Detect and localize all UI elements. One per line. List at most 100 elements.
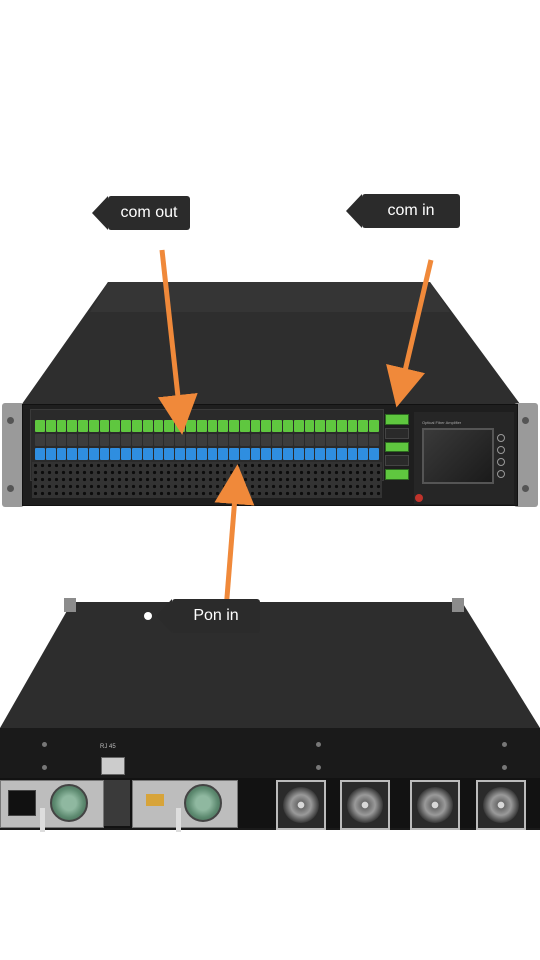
display-screen (422, 428, 494, 484)
cooling-fan-icon (476, 780, 526, 830)
dark-port (99, 434, 110, 446)
green-port (239, 420, 250, 432)
green-port (229, 420, 239, 432)
screw (502, 742, 507, 747)
green-port (45, 420, 56, 432)
dark-port (326, 434, 336, 446)
dark-port (175, 434, 185, 446)
dark-port (304, 434, 315, 446)
blue-port (56, 448, 67, 460)
blue-port (250, 448, 261, 460)
front-left-rack-ear (2, 403, 24, 507)
green-port (99, 420, 110, 432)
blue-port (99, 448, 110, 460)
dark-port (336, 434, 347, 446)
green-port (261, 420, 272, 432)
cooling-fan-icon (410, 780, 460, 830)
green-port (358, 420, 369, 432)
blue-port (142, 448, 153, 460)
dark-port (239, 434, 250, 446)
dark-port (78, 434, 88, 446)
blue-port (185, 448, 196, 460)
blue-port (304, 448, 315, 460)
green-port (282, 420, 293, 432)
dark-port (56, 434, 67, 446)
green-port (88, 420, 99, 432)
com-in-callout: com in (346, 194, 460, 228)
panel-button (497, 470, 505, 478)
power-inlet-icon (8, 790, 36, 816)
blue-port (336, 448, 347, 460)
dark-port (369, 434, 379, 446)
pon-in-callout: Pon in (156, 599, 260, 633)
dark-port (132, 434, 142, 446)
blue-port (153, 448, 164, 460)
dark-port (142, 434, 153, 446)
dark-port (88, 434, 99, 446)
blue-port (88, 448, 99, 460)
blue-port (175, 448, 185, 460)
psu-fan-icon (50, 784, 88, 822)
dark-port (282, 434, 293, 446)
blue-port (261, 448, 272, 460)
dark-port (164, 434, 175, 446)
green-port (347, 420, 358, 432)
green-port (207, 420, 218, 432)
dark-port (153, 434, 164, 446)
screw (316, 765, 321, 770)
green-port (56, 420, 67, 432)
ventilation-mesh (32, 462, 382, 498)
psu-fan-icon (184, 784, 222, 822)
back-unit-top-cover (0, 598, 540, 728)
blue-port (369, 448, 379, 460)
green-port (196, 420, 207, 432)
blue-port (272, 448, 282, 460)
blue-port (229, 448, 239, 460)
blue-port (239, 448, 250, 460)
green-port (35, 420, 45, 432)
dark-port (207, 434, 218, 446)
screw (42, 742, 47, 747)
com-out-callout: com out (92, 196, 190, 230)
blue-port (358, 448, 369, 460)
screw (502, 765, 507, 770)
screw (316, 742, 321, 747)
com-out-arrow (157, 249, 198, 435)
brand-logo-icon (415, 494, 423, 502)
blue-port (326, 448, 336, 460)
green-port (272, 420, 282, 432)
blue-port (45, 448, 56, 460)
blue-port (78, 448, 88, 460)
blue-port (293, 448, 304, 460)
front-right-rack-ear (514, 403, 538, 507)
panel-title: Optical Fiber Amplifier (422, 420, 462, 425)
blue-port (67, 448, 78, 460)
green-port (78, 420, 88, 432)
dark-port (121, 434, 132, 446)
green-port (250, 420, 261, 432)
green-port (121, 420, 132, 432)
green-port (304, 420, 315, 432)
green-port (218, 420, 229, 432)
blue-port (121, 448, 132, 460)
pon-in-dot-icon (144, 612, 152, 620)
blue-port (315, 448, 326, 460)
dark-port (35, 434, 45, 446)
psu-label-icon (146, 794, 164, 806)
psu-handle (40, 808, 45, 832)
dark-port-row (35, 434, 379, 446)
blue-port (218, 448, 229, 460)
dark-port (358, 434, 369, 446)
green-port (142, 420, 153, 432)
dark-port (261, 434, 272, 446)
rj45-label: RJ 45 (100, 744, 116, 750)
blue-port (207, 448, 218, 460)
dark-port (250, 434, 261, 446)
dark-port (67, 434, 78, 446)
dark-port (45, 434, 56, 446)
green-port (293, 420, 304, 432)
dark-port (196, 434, 207, 446)
pon-in-arrow (214, 464, 255, 611)
blue-port (35, 448, 45, 460)
